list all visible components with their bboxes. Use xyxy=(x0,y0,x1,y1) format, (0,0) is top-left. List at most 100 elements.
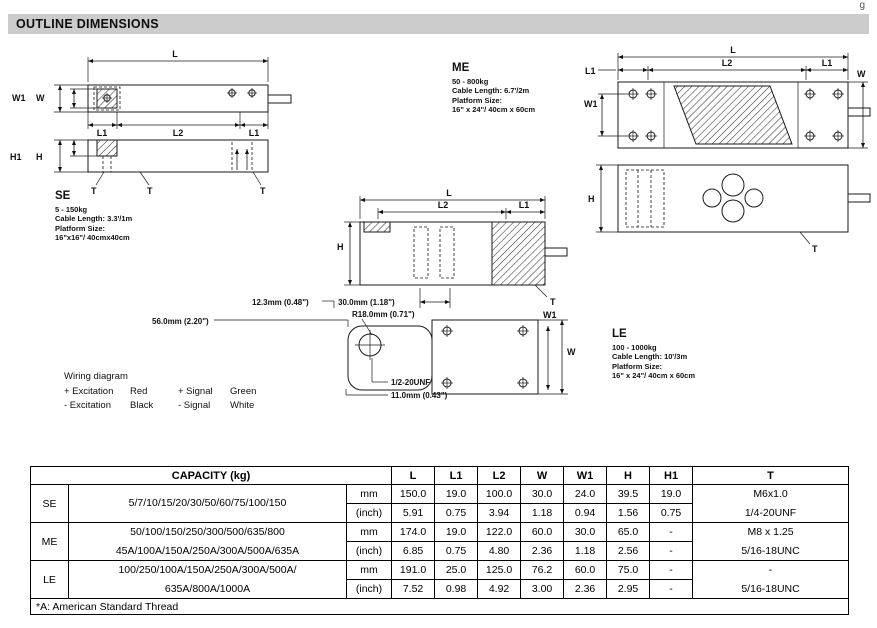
page-corner-fragment: g xyxy=(859,0,865,11)
col-header-W: W xyxy=(520,466,565,485)
le-model-name: LE xyxy=(612,328,627,340)
mounting-hole xyxy=(644,129,658,143)
mounting-hole xyxy=(226,87,238,99)
unit-label: (inch) xyxy=(345,579,393,599)
unit-label: mm xyxy=(345,560,393,580)
me-platform-size: 16" x 24"/ 40cm x 60cm xyxy=(452,105,536,114)
thread-spec-se: M6x1.0 1/4-20UNF xyxy=(692,484,850,523)
table-cell: 0.75 xyxy=(434,503,479,523)
cable-gland xyxy=(847,107,871,117)
table-cell: 4.92 xyxy=(477,579,522,599)
model-label-se: SE xyxy=(30,484,69,523)
se-front-view-drawing: H1 H T T T xyxy=(10,139,269,196)
table-cell: 30.0 xyxy=(520,484,565,504)
dim-label-W: W xyxy=(36,93,45,103)
model-label-le: LE xyxy=(30,560,69,599)
table-cell: 125.0 xyxy=(477,560,522,580)
table-cell: 60.0 xyxy=(520,522,565,542)
callout-12-3mm: 12.3mm (0.48") xyxy=(252,298,309,307)
table-cell: 2.36 xyxy=(520,541,565,561)
le-platform-size: 16" x 24"/ 40cm x 60cm xyxy=(612,371,696,380)
cable-gland xyxy=(544,247,568,257)
wiring-value: Green xyxy=(230,386,257,397)
wiring-label: + Signal xyxy=(178,386,213,397)
mounting-hole xyxy=(831,87,845,101)
table-cell: 2.56 xyxy=(606,541,651,561)
capacity-line: 5/7/10/15/20/30/50/60/75/100/150 xyxy=(128,497,287,510)
table-cell: 0.75 xyxy=(434,541,479,561)
table-row: SE 5/7/10/15/20/30/50/60/75/100/150 mm 1… xyxy=(30,484,850,523)
col-header-H: H xyxy=(606,466,651,485)
dim-label-H: H xyxy=(337,242,344,252)
col-header-L: L xyxy=(391,466,436,485)
thread-line: M8 x 1.25 xyxy=(747,526,794,538)
table-cell: 75.0 xyxy=(606,560,651,580)
table-cell: 65.0 xyxy=(606,522,651,542)
thread-line: M6x1.0 xyxy=(753,488,788,500)
capacity-se: 5/7/10/15/20/30/50/60/75/100/150 xyxy=(68,484,347,523)
le-cable-length: Cable Length: 10'/3m xyxy=(612,352,688,361)
dim-label-L1: L1 xyxy=(585,66,596,76)
dim-label-L1: L1 xyxy=(249,128,260,138)
dim-label-L2: L2 xyxy=(438,200,449,210)
table-cell: 19.0 xyxy=(649,484,694,504)
me-top-view-drawing: L L2 L1 L1 W W1 xyxy=(584,45,871,149)
flexure-cutout xyxy=(702,188,722,208)
dim-label-W1: W1 xyxy=(12,93,26,103)
se-top-view-drawing: L W1 W L1 L2 L1 xyxy=(12,49,292,138)
table-header-row: CAPACITY (kg) L L1 L2 W W1 H H1 T xyxy=(29,466,850,485)
table-cell: 1.18 xyxy=(520,503,565,523)
me-platform-label: Platform Size: xyxy=(452,95,503,105)
dim-label-H: H xyxy=(36,152,43,162)
dim-label-L2: L2 xyxy=(173,128,184,138)
table-row: (inch) 5.91 0.75 3.94 1.18 0.94 1.56 0.7… xyxy=(31,503,849,523)
se-model-name: SE xyxy=(55,190,71,202)
table-cell: 2.36 xyxy=(563,579,608,599)
capacity-header: CAPACITY (kg) xyxy=(29,466,393,485)
outline-drawings: L W1 W L1 L2 L1 xyxy=(10,45,871,400)
wiring-label: - Excitation xyxy=(64,400,111,411)
me-model-name: ME xyxy=(452,62,470,74)
hatched-block xyxy=(491,221,546,286)
callout-r18-0mm: R18.0mm (0.71") xyxy=(352,310,415,319)
se-platform-label: Platform Size: xyxy=(55,223,106,233)
mounting-hole xyxy=(803,87,817,101)
wiring-value: White xyxy=(230,400,255,411)
wiring-label: + Excitation xyxy=(64,386,114,397)
me-model-info: ME 50 - 800kg Cable Length: 6.7'/2m Plat… xyxy=(452,62,536,115)
table-cell: 0.94 xyxy=(563,503,608,523)
col-header-L1: L1 xyxy=(434,466,479,485)
dim-label-W1: W1 xyxy=(584,99,598,109)
flexure-cutout xyxy=(744,188,764,208)
section-header-bar: OUTLINE DIMENSIONS xyxy=(8,14,869,34)
dim-label-T: T xyxy=(260,186,266,196)
le-model-info: LE 100 - 1000kg Cable Length: 10'/3m Pla… xyxy=(612,328,696,381)
dim-label-T: T xyxy=(550,297,556,307)
col-header-T: T xyxy=(692,466,850,485)
table-cell: 0.98 xyxy=(434,579,479,599)
table-cell: 6.85 xyxy=(391,541,436,561)
cable-gland xyxy=(267,94,292,104)
table-cell: - xyxy=(649,522,694,542)
le-side-view-drawing: L L2 L1 H T xyxy=(337,188,568,307)
mounting-hole xyxy=(644,87,658,101)
table-cell: 150.0 xyxy=(391,484,436,504)
thread-line: 5/16-18UNC xyxy=(741,582,800,595)
le-capacity-range: 100 - 1000kg xyxy=(612,342,657,352)
table-cell: 60.0 xyxy=(563,560,608,580)
unit-label: mm xyxy=(345,484,393,504)
se-capacity-range: 5 - 150kg xyxy=(55,204,88,214)
wiring-title: Wiring diagram xyxy=(64,371,128,382)
hatched-block xyxy=(673,85,793,145)
unit-label: (inch) xyxy=(345,503,393,523)
se-cable-length: Cable Length: 3.3'/1m xyxy=(55,214,133,223)
wiring-diagram: Wiring diagram + Excitation Red + Signal… xyxy=(64,371,274,411)
table-row: LE 100/250/100A/150A/250A/300A/500A/ 635… xyxy=(30,560,850,599)
table-cell: - xyxy=(649,560,694,580)
callout-30-0mm: 30.0mm (1.18") xyxy=(338,298,395,307)
dim-label-W: W xyxy=(567,347,576,357)
table-cell: 122.0 xyxy=(477,522,522,542)
dim-label-T: T xyxy=(91,186,97,196)
table-cell: 191.0 xyxy=(391,560,436,580)
